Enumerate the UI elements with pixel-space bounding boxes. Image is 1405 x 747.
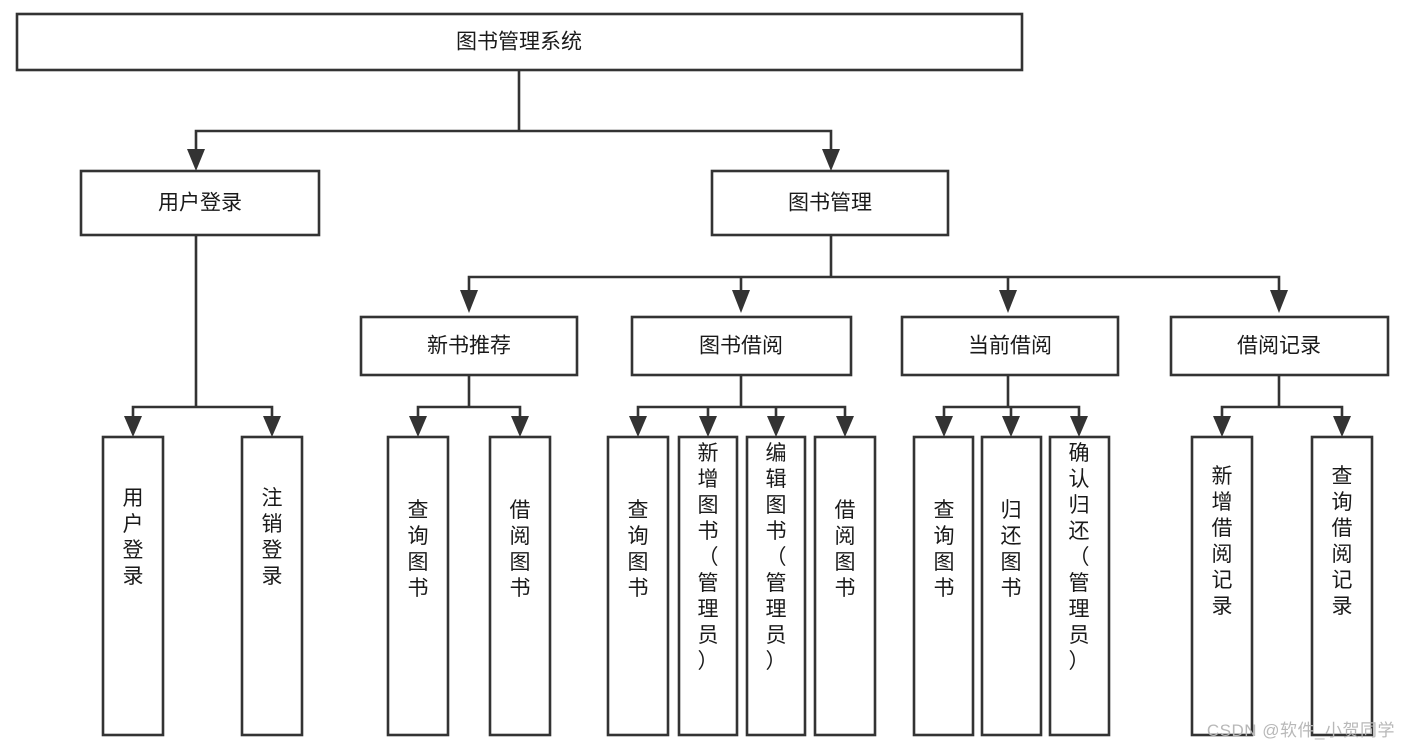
node-leaf-user-logout-box[interactable] [240,435,304,737]
node-leaf-query-book-2[interactable]: 查询图书 [606,435,670,737]
node-current-borrow-label: 当前借阅 [968,335,1052,358]
node-current-borrow[interactable]: 当前借阅 [900,315,1120,377]
node-root[interactable]: 图书管理系统 [15,12,1024,72]
node-leaf-user-login-label: 用户登录 [123,487,144,588]
node-leaf-return-book[interactable]: 归还图书 [980,435,1043,737]
arrow-to-leaf-query-book-3 [935,416,953,437]
arrow-to-borrow-record [1270,290,1288,313]
node-user-login[interactable]: 用户登录 [79,169,321,237]
node-leaf-add-record-label: 新增借阅记录 [1212,465,1233,618]
node-book-borrow-label: 图书借阅 [699,335,783,358]
node-leaf-confirm-return-label: 确认归还（管理员） [1069,442,1090,673]
node-current-borrow-box[interactable] [900,315,1120,377]
connector-root-bus [194,68,833,153]
node-leaf-query-record[interactable]: 查询借阅记录 [1310,435,1374,737]
node-leaf-add-book[interactable]: 新增图书（管理员） [677,435,739,737]
node-leaf-query-book-1-box[interactable] [386,435,450,737]
node-root-box[interactable] [15,12,1024,72]
connector-new-book-rec-bus [416,373,522,420]
node-leaf-add-book-box[interactable] [677,435,739,737]
node-leaf-edit-book[interactable]: 编辑图书（管理员） [745,435,807,737]
arrow-to-current-borrow [999,290,1017,313]
arrow-to-new-book-rec [460,290,478,313]
node-leaf-add-record[interactable]: 新增借阅记录 [1190,435,1254,737]
arrow-to-leaf-borrow-book-1 [511,416,529,437]
arrow-to-leaf-query-book-2 [629,416,647,437]
node-leaf-borrow-book-2-label: 借阅图书 [835,499,856,600]
arrow-to-book-manage [822,149,840,171]
node-leaf-borrow-book-2[interactable]: 借阅图书 [813,435,877,737]
node-book-borrow[interactable]: 图书借阅 [630,315,853,377]
node-leaf-query-book-2-box[interactable] [606,435,670,737]
connector-book-borrow-bus [636,373,847,420]
node-book-borrow-box[interactable] [630,315,853,377]
node-borrow-record[interactable]: 借阅记录 [1169,315,1390,377]
node-leaf-query-record-box[interactable] [1310,435,1374,737]
arrow-to-leaf-add-book [699,416,717,437]
node-new-book-rec-box[interactable] [359,315,579,377]
node-leaf-add-book-label: 新增图书（管理员） [698,442,719,673]
node-leaf-edit-book-label: 编辑图书（管理员） [766,442,787,673]
connector-layer [124,68,1351,437]
node-leaf-query-book-2-label: 查询图书 [628,499,649,600]
node-leaf-return-book-box[interactable] [980,435,1043,737]
arrow-to-leaf-confirm-return [1070,416,1088,437]
node-leaf-user-login[interactable]: 用户登录 [101,435,165,737]
node-user-login-label: 用户登录 [158,192,242,215]
connector-user-login-bus [131,233,274,420]
node-book-manage[interactable]: 图书管理 [710,169,950,237]
node-leaf-query-book-3[interactable]: 查询图书 [912,435,975,737]
node-leaf-borrow-book-1[interactable]: 借阅图书 [488,435,552,737]
node-leaf-query-book-3-label: 查询图书 [934,499,955,600]
node-leaf-user-login-box[interactable] [101,435,165,737]
node-leaf-user-logout[interactable]: 注销登录 [240,435,304,737]
arrow-to-leaf-query-book-1 [409,416,427,437]
node-leaf-query-book-3-box[interactable] [912,435,975,737]
node-new-book-rec-label: 新书推荐 [427,335,511,358]
node-leaf-return-book-label: 归还图书 [1001,499,1022,600]
node-leaf-user-logout-label: 注销登录 [262,487,283,588]
arrow-to-user-login [187,149,205,171]
node-book-manage-box[interactable] [710,169,950,237]
node-leaf-query-record-label: 查询借阅记录 [1332,465,1353,618]
node-leaf-borrow-book-2-box[interactable] [813,435,877,737]
arrow-to-leaf-user-login [124,416,142,437]
node-leaf-query-book-1-label: 查询图书 [408,499,429,600]
node-leaf-add-record-box[interactable] [1190,435,1254,737]
arrow-to-leaf-edit-book [767,416,785,437]
node-leaf-confirm-return-box[interactable] [1048,435,1111,737]
node-leaf-edit-book-box[interactable] [745,435,807,737]
arrow-to-leaf-query-record [1333,416,1351,437]
node-borrow-record-label: 借阅记录 [1237,335,1321,358]
arrow-to-leaf-borrow-book-2 [836,416,854,437]
connector-borrow-record-bus [1220,373,1344,420]
node-leaf-borrow-book-1-box[interactable] [488,435,552,737]
connector-book-manage-bus [467,233,1281,294]
node-leaf-query-book-1[interactable]: 查询图书 [386,435,450,737]
arrow-to-leaf-return-book [1002,416,1020,437]
arrow-to-leaf-user-logout [263,416,281,437]
node-new-book-rec[interactable]: 新书推荐 [359,315,579,377]
node-leaf-borrow-book-1-label: 借阅图书 [510,499,531,600]
connector-current-borrow-bus [942,373,1081,420]
arrow-to-leaf-add-record [1213,416,1231,437]
arrow-to-book-borrow [732,290,750,313]
node-book-manage-label: 图书管理 [788,192,872,215]
node-borrow-record-box[interactable] [1169,315,1390,377]
node-root-label: 图书管理系统 [456,31,582,54]
node-user-login-box[interactable] [79,169,321,237]
node-leaf-confirm-return[interactable]: 确认归还（管理员） [1048,435,1111,737]
